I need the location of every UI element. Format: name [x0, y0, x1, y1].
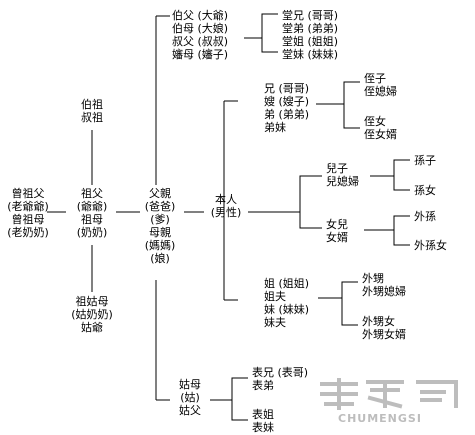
bracket-sister-children	[341, 281, 358, 326]
aunt-label: 姑母	[179, 378, 201, 391]
node-great-aunt: 祖姑母 (姑奶奶) 姑爺	[64, 295, 120, 334]
watermark: CHUMENGSI	[310, 372, 470, 432]
grandmother-label: 祖母	[81, 213, 103, 226]
node-brothers: 兄 (哥哥) 嫂 (嫂子) 弟 (弟弟) 弟妹	[264, 82, 309, 134]
sister-son-wife: 外甥媳婦	[362, 285, 406, 298]
grandfather-label: 祖父	[81, 187, 103, 200]
father-colloquial-2: (爹)	[150, 213, 170, 226]
younger-brother: 弟 (弟弟)	[264, 108, 310, 121]
daughter-daughter: 外孫女	[414, 239, 447, 252]
bracket-daughter-grandchildren	[393, 215, 410, 246]
sister-daughter-husband: 外甥女婿	[362, 328, 406, 341]
biao-elder-sister: 表姐	[252, 408, 274, 421]
node-brother-daughter: 侄女 侄女婿	[364, 115, 397, 141]
great-grandfather-colloquial: (老爺爺)	[7, 200, 49, 213]
father-label: 父親	[149, 187, 171, 200]
aunt-husband: 姑父	[179, 404, 201, 417]
self-label: 本人	[215, 193, 237, 206]
tang-elder-brother: 堂兄 (哥哥)	[282, 9, 339, 22]
father-colloquial-1: (爸爸)	[144, 200, 176, 213]
node-sisters: 姐 (姐姐) 姐夫 妹 (妹妹) 妹夫	[264, 277, 309, 329]
aunt-colloquial: (姑)	[180, 391, 200, 404]
father-elder-brother: 伯父 (大爺)	[172, 9, 229, 22]
great-grandmother-label: 曾祖母	[11, 213, 45, 226]
younger-brother-wife: 弟妹	[264, 121, 286, 134]
node-brother-son: 侄子 侄媳婦	[364, 72, 397, 98]
father-elder-brother-wife: 伯母 (大娘)	[172, 22, 229, 35]
node-father-siblings: 伯父 (大爺) 伯母 (大娘) 叔父 (叔叔) 嬸母 (嬸子)	[172, 9, 228, 61]
nephew-wife: 侄媳婦	[364, 85, 397, 98]
biao-elder-brother: 表兄 (表哥)	[252, 366, 309, 379]
grandmother-colloquial: (奶奶)	[76, 226, 108, 239]
father-younger-brother: 叔父 (叔叔)	[172, 35, 229, 48]
son-label: 兒子	[326, 162, 348, 175]
mother-label: 母親	[149, 226, 171, 239]
son-wife: 兒媳婦	[326, 175, 359, 188]
node-tang-cousins: 堂兄 (哥哥) 堂弟 (弟弟) 堂姐 (姐姐) 堂妹 (妹妹)	[282, 9, 338, 61]
great-uncle-elder: 伯祖	[81, 98, 103, 111]
node-sister-son: 外甥 外甥媳婦	[362, 272, 406, 298]
grandson: 孫子	[414, 154, 436, 167]
node-biao-cousins-female: 表姐 表妹	[252, 408, 274, 434]
node-self: 本人 (男性)	[200, 193, 252, 219]
younger-sister-husband: 妹夫	[264, 316, 286, 329]
great-aunt-label: 祖姑母	[75, 295, 109, 308]
watermark-logo-icon	[320, 378, 458, 410]
node-daughter: 女兒 女婿	[326, 218, 348, 244]
grandfather-colloquial: (爺爺)	[76, 200, 108, 213]
connector-paths	[47, 13, 410, 421]
great-aunt-colloquial: (姑奶奶)	[71, 308, 113, 321]
elder-brother-wife: 嫂 (嫂子)	[264, 95, 310, 108]
node-son: 兒子 兒媳婦	[326, 162, 359, 188]
watermark-brand-text: CHUMENGSI	[338, 412, 422, 425]
niece: 侄女	[364, 115, 386, 128]
self-gender: (男性)	[210, 206, 242, 219]
nephew: 侄子	[364, 72, 386, 85]
younger-sister: 妹 (妹妹)	[264, 303, 310, 316]
tang-younger-brother: 堂弟 (弟弟)	[282, 22, 339, 35]
daughter-label: 女兒	[326, 218, 348, 231]
node-sister-daughter: 外甥女 外甥女婿	[362, 315, 406, 341]
niece-husband: 侄女婿	[364, 128, 397, 141]
father-younger-brother-wife: 嬸母 (嬸子)	[172, 48, 229, 61]
sister-son-label: 外甥	[362, 272, 384, 285]
node-grandparents: 祖父 (爺爺) 祖母 (奶奶)	[66, 187, 118, 239]
great-uncle-younger: 叔祖	[81, 111, 103, 124]
node-aunt: 姑母 (姑) 姑父	[170, 378, 210, 417]
node-parents: 父親 (爸爸) (爹) 母親 (媽媽) (娘)	[138, 187, 182, 265]
mother-colloquial-2: (娘)	[150, 252, 170, 265]
mother-colloquial-1: (媽媽)	[144, 239, 176, 252]
sister-daughter-label: 外甥女	[362, 315, 395, 328]
biao-younger-sister: 表妹	[252, 421, 274, 434]
bracket-children	[299, 175, 322, 229]
bracket-grandchildren	[393, 159, 410, 191]
great-aunt-husband: 姑爺	[81, 321, 103, 334]
biao-younger-brother: 表弟	[252, 379, 274, 392]
great-grandmother-colloquial: (老奶奶)	[7, 226, 49, 239]
node-great-uncles: 伯祖 叔祖	[72, 98, 112, 124]
bracket-tang-cousins	[261, 13, 278, 53]
tang-elder-sister: 堂姐 (姐姐)	[282, 35, 339, 48]
elder-sister-husband: 姐夫	[264, 290, 286, 303]
granddaughter: 孫女	[414, 184, 436, 197]
daughter-son: 外孫	[414, 210, 436, 223]
node-great-grandparents: 曾祖父 (老爺爺) 曾祖母 (老奶奶)	[4, 187, 52, 239]
bracket-nephews	[343, 81, 360, 129]
tang-younger-sister: 堂妹 (妹妹)	[282, 48, 339, 61]
daughter-husband: 女婿	[326, 231, 348, 244]
elder-brother: 兄 (哥哥)	[264, 82, 310, 95]
bracket-biao-cousins	[231, 377, 248, 421]
node-biao-cousins-male: 表兄 (表哥) 表弟	[252, 366, 308, 392]
elder-sister: 姐 (姐姐)	[264, 277, 310, 290]
great-grandfather-label: 曾祖父	[11, 187, 45, 200]
